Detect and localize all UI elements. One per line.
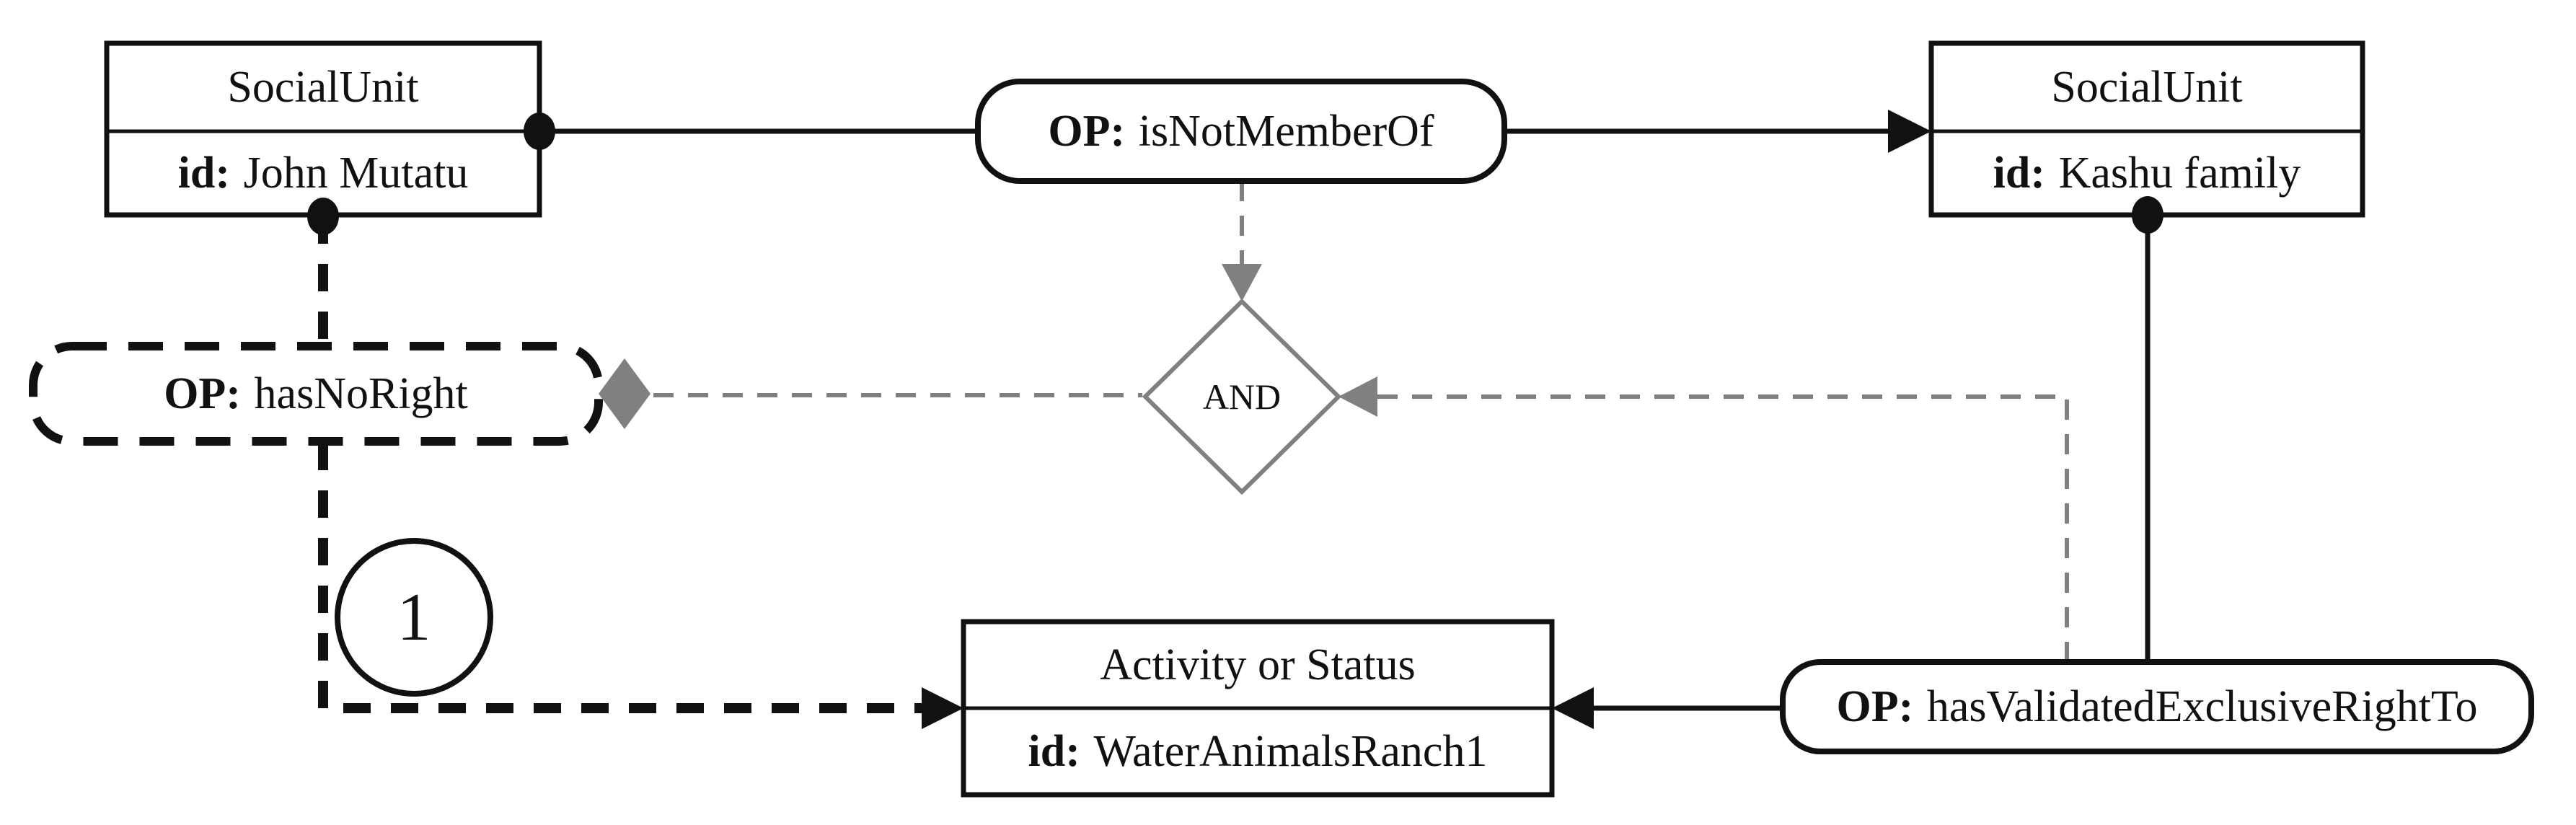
- op-isnotmemberof-label: OP:isNotMemberOf: [1048, 107, 1434, 156]
- arrowhead-into-and-top: [1222, 264, 1262, 301]
- edge-hasnoright-to-activity: [318, 443, 926, 713]
- arrowhead-into-activity-left: [922, 687, 963, 729]
- social-unit-right-type: SocialUnit: [2051, 63, 2243, 112]
- op-hasvalidated-pill: [1780, 659, 2534, 754]
- activity-status-type: Activity or Status: [1100, 640, 1416, 689]
- arrowhead-into-activity-right: [1552, 687, 1594, 729]
- and-diamond: [1142, 298, 1342, 495]
- arrowhead-into-kashu: [1888, 110, 1931, 153]
- junction-dot-john-bottom: [307, 198, 339, 235]
- op-isnotmemberof-pill: [975, 79, 1507, 184]
- cardinality-label: 1: [397, 580, 431, 655]
- social-unit-right-id: id:Kashu family: [1993, 149, 2301, 198]
- op-hasvalidated-label: OP:hasValidatedExclusiveRightTo: [1836, 682, 2478, 731]
- junction-dot-john-right: [524, 112, 555, 150]
- arrowhead-into-and-right: [1338, 376, 1377, 417]
- aggregation-diamond-icon: [599, 358, 650, 429]
- op-hasnoright-dashed-pill: [29, 342, 603, 446]
- and-label: AND: [1202, 376, 1282, 417]
- activity-status-id: id:WaterAnimalsRanch1: [1028, 727, 1488, 776]
- op-hasnoright-label: OP:hasNoRight: [164, 369, 468, 418]
- junction-dot-kashu-bottom: [2132, 196, 2163, 234]
- social-unit-left-type: SocialUnit: [227, 63, 419, 112]
- cardinality-circle: [335, 538, 493, 697]
- edge-hasvalidated-to-and: [1377, 394, 2069, 662]
- social-unit-left-id: id:John Mutatu: [177, 149, 469, 198]
